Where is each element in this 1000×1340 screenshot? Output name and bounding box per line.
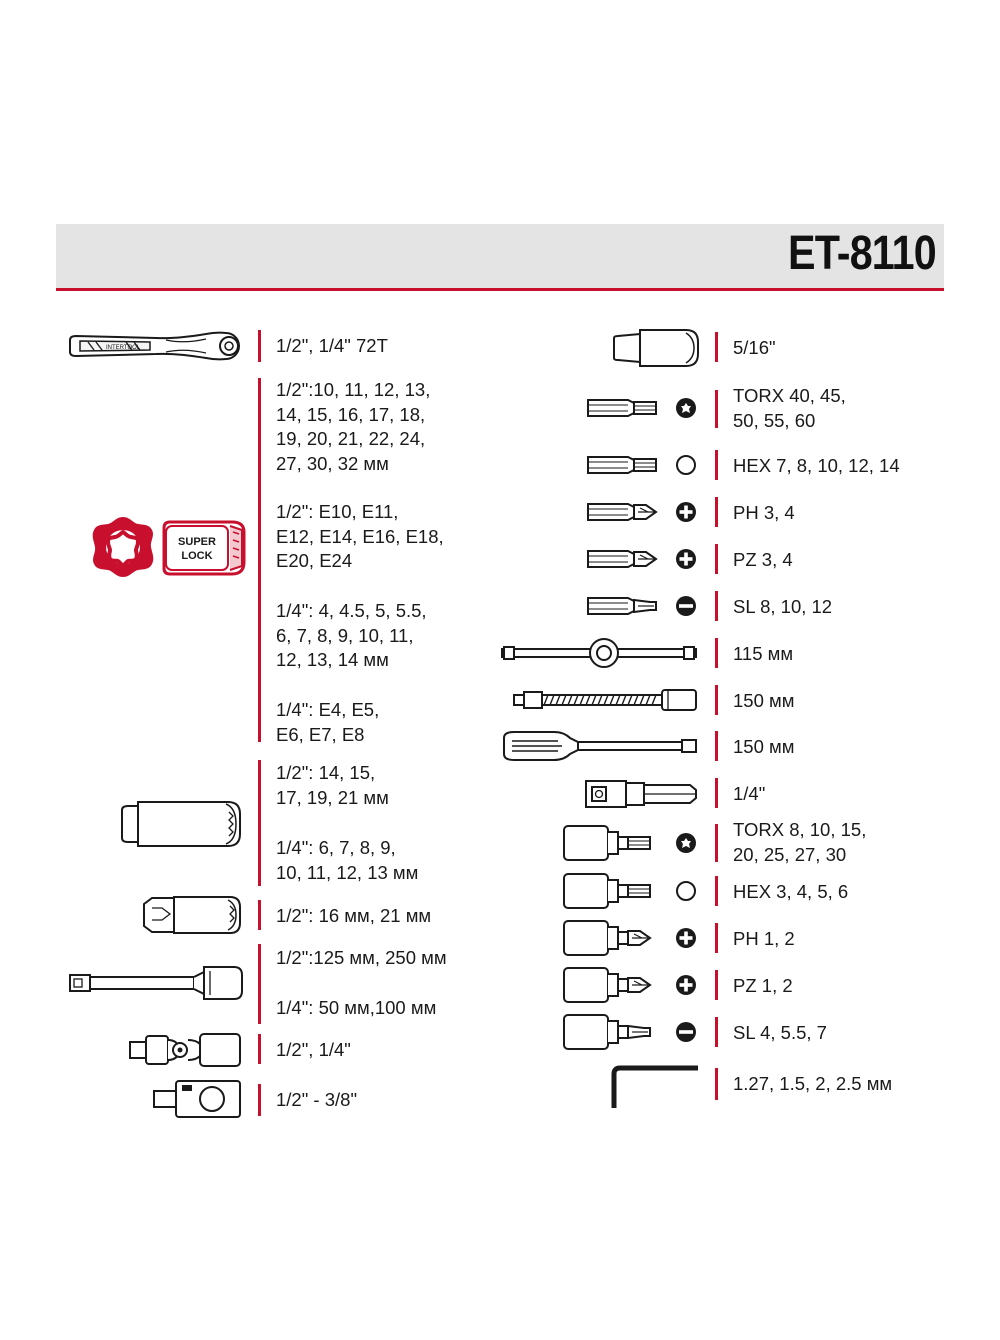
torx-bit-socket-icon (560, 822, 700, 864)
separator (715, 778, 718, 808)
separator (258, 378, 261, 742)
label-t-bar: 115 мм (733, 643, 794, 664)
separator (715, 591, 718, 621)
label-extension-half: 1/2":125 мм, 250 мм (276, 947, 447, 968)
label-hex-bits: HEX 7, 8, 10, 12, 14 (733, 455, 900, 476)
separator (715, 332, 718, 362)
label-torx-bits: TORX 40, 45, 50, 55, 60 (733, 385, 846, 431)
hex-key-icon (606, 1064, 702, 1110)
super-lock-socket-icon: SUPER LOCK (92, 512, 250, 582)
label-bit-adapter: 1/4" (733, 783, 766, 804)
separator (715, 923, 718, 953)
label-torx-bit-sockets: TORX 8, 10, 15, 20, 25, 27, 30 (733, 819, 867, 865)
label-universal-joint: 1/2", 1/4" (276, 1039, 351, 1060)
separator (715, 970, 718, 1000)
spark-plug-socket-icon (140, 894, 246, 936)
label-adapter: 1/2" - 3/8" (276, 1089, 358, 1110)
pz-bit-icon (584, 545, 700, 573)
label-ph-bits: PH 3, 4 (733, 502, 795, 523)
label-ph-bit-sockets: PH 1, 2 (733, 928, 795, 949)
extension-bar-icon (64, 962, 246, 1004)
sl-bit-icon (584, 592, 700, 620)
bit-holder-socket-icon (610, 326, 702, 370)
label-super-lock-metric: 1/2":10, 11, 12, 13, 14, 15, 16, 17, 18,… (276, 379, 431, 474)
separator (715, 685, 718, 715)
hex-bit-socket-icon (560, 870, 700, 912)
separator (258, 1034, 261, 1064)
header-divider (56, 288, 944, 291)
deep-socket-icon (112, 798, 246, 850)
label-spark-plug: 1/2": 16 мм, 21 мм (276, 905, 432, 926)
separator (258, 760, 261, 886)
separator (715, 544, 718, 574)
label-screwdriver-handle: 150 мм (733, 736, 795, 757)
label-pz-bit-sockets: PZ 1, 2 (733, 975, 793, 996)
bit-adapter-icon (582, 778, 702, 810)
separator (258, 330, 261, 362)
svg-text:INTERTOOL: INTERTOOL (106, 345, 141, 351)
separator (715, 824, 718, 862)
sliding-t-bar-icon (498, 636, 702, 670)
label-pz-bits: PZ 3, 4 (733, 549, 793, 570)
label-super-lock-quarter: 1/4": 4, 4.5, 5, 5.5, 6, 7, 8, 9, 10, 11… (276, 600, 427, 670)
pz-bit-socket-icon (560, 964, 700, 1006)
separator (715, 390, 718, 428)
separator (715, 638, 718, 668)
label-flexible-extension: 150 мм (733, 690, 795, 711)
label-super-lock-e-half: 1/2": E10, E11, E12, E14, E16, E18, E20,… (276, 501, 444, 571)
separator (715, 450, 718, 480)
separator (715, 497, 718, 527)
universal-joint-icon (126, 1030, 246, 1070)
separator (715, 1068, 718, 1100)
label-extension-quarter: 1/4": 50 мм,100 мм (276, 997, 437, 1018)
hex-bit-icon (584, 451, 700, 479)
separator (715, 876, 718, 906)
header-band (56, 224, 944, 288)
adapter-icon (150, 1078, 246, 1120)
super-lock-text-bottom: LOCK (181, 550, 212, 562)
label-deep-quarter: 1/4": 6, 7, 8, 9, 10, 11, 12, 13 мм (276, 837, 419, 883)
ratchet-icon: INTERTOOL (66, 328, 246, 364)
label-super-lock-e-quarter: 1/4": E4, E5, E6, E7, E8 (276, 699, 380, 745)
separator (258, 900, 261, 930)
separator (258, 1084, 261, 1116)
separator (715, 1017, 718, 1047)
separator (715, 731, 718, 761)
label-hex-bit-sockets: HEX 3, 4, 5, 6 (733, 881, 849, 902)
label-deep-half: 1/2": 14, 15, 17, 19, 21 мм (276, 762, 389, 808)
torx-bit-icon (584, 394, 700, 422)
model-title: ET-8110 (788, 227, 937, 280)
super-lock-text-top: SUPER (178, 536, 216, 548)
label-bit-holder: 5/16" (733, 337, 776, 358)
separator (258, 944, 261, 1024)
ph-bit-socket-icon (560, 917, 700, 959)
label-sl-bits: SL 8, 10, 12 (733, 596, 833, 617)
screwdriver-handle-icon (498, 728, 702, 764)
sl-bit-socket-icon (560, 1011, 700, 1053)
label-hex-keys: 1.27, 1.5, 2, 2.5 мм (733, 1073, 893, 1094)
label-sl-bit-sockets: SL 4, 5.5, 7 (733, 1022, 827, 1043)
label-ratchet: 1/2", 1/4" 72T (276, 335, 388, 356)
ph-bit-icon (584, 498, 700, 526)
flexible-extension-icon (510, 686, 702, 714)
